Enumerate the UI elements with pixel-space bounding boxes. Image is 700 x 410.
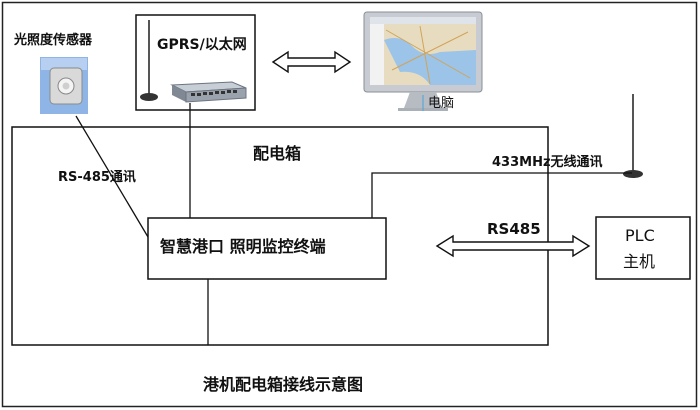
computer-monitor-icon	[363, 11, 483, 111]
sensor-to-terminal-line	[75, 115, 149, 238]
plc-host-label: 主机	[623, 252, 656, 271]
wireless-line	[371, 172, 632, 218]
terminal-box-frame	[147, 217, 387, 280]
plc-label: PLC	[625, 226, 655, 245]
rs485-arrow	[435, 234, 591, 258]
plc-box-frame	[595, 216, 691, 280]
gprs-label: GPRS/以太网	[157, 37, 247, 53]
diagram-caption: 港机配电箱接线示意图	[203, 375, 364, 394]
gprs-antenna-icon	[140, 20, 158, 101]
rs485-label: RS485	[487, 220, 541, 238]
network-switch-icon	[170, 81, 247, 103]
terminal-label: 智慧港口 照明监控终端	[160, 237, 326, 256]
distribution-box-frame	[11, 126, 549, 346]
rs485-comm-label: RS-485通讯	[58, 170, 136, 185]
light-sensor-label: 光照度传感器	[14, 33, 93, 48]
wireless-label: 433MHz无线通讯	[492, 155, 603, 170]
wireless-antenna-icon	[623, 94, 643, 178]
distribution-box-label: 配电箱	[253, 144, 302, 163]
gprs-computer-arrow	[271, 50, 352, 74]
computer-label: 电脑	[428, 96, 455, 111]
light-sensor-icon	[40, 57, 88, 114]
